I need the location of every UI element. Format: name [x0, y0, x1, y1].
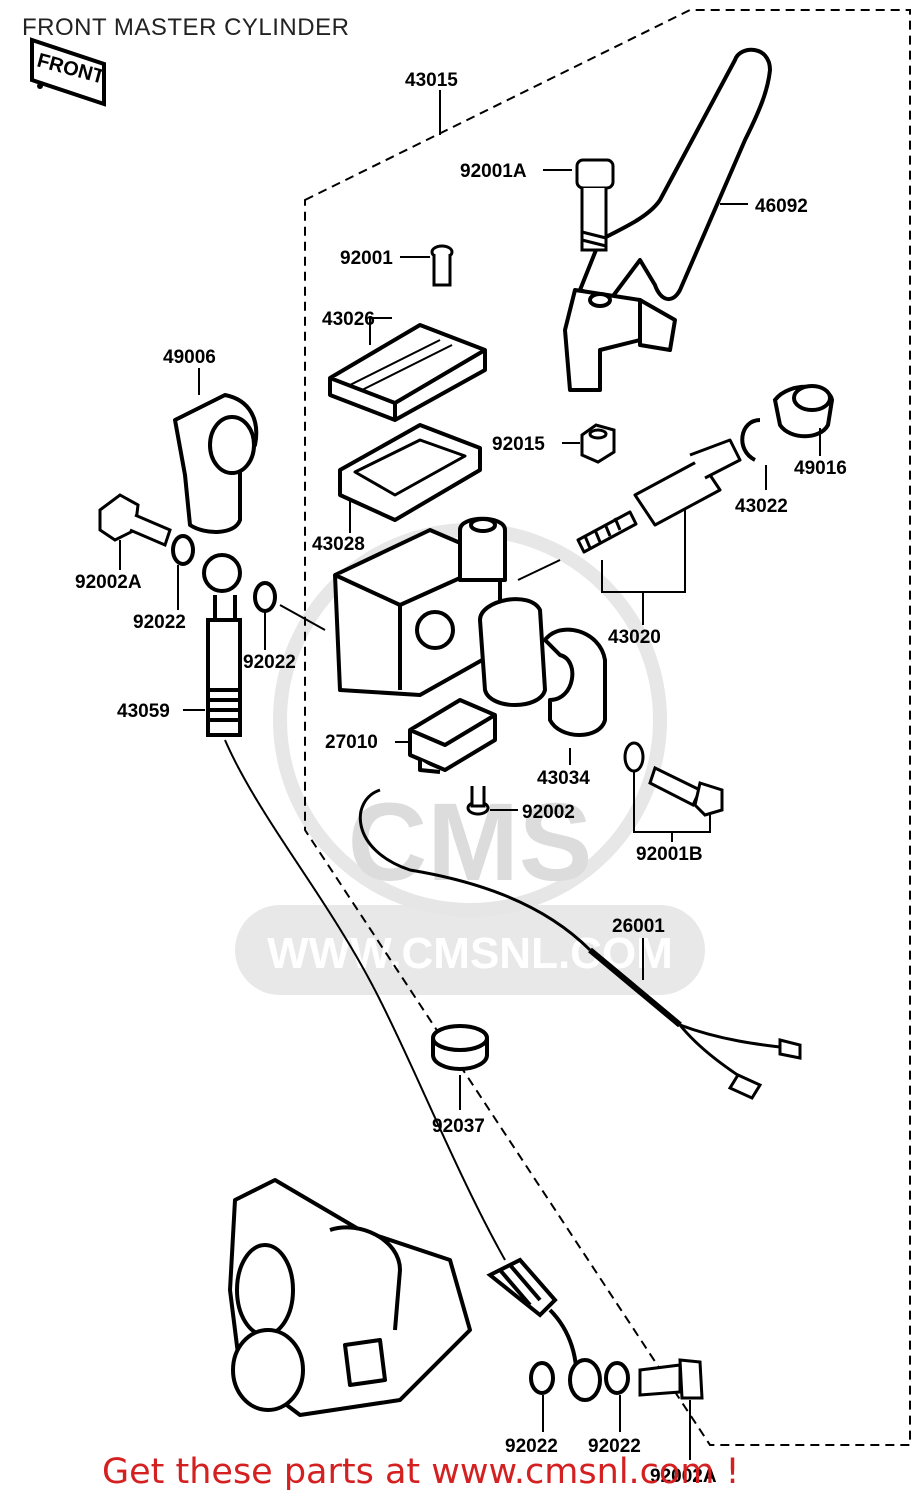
diaphragm [338, 423, 482, 522]
pivot-nut [580, 423, 616, 464]
caliper [228, 1178, 472, 1417]
leader-lines [119, 90, 821, 1460]
brake-hose [202, 553, 579, 1391]
brake-lever [563, 47, 772, 392]
banjo-cover [173, 393, 259, 534]
circlip [740, 418, 761, 462]
part-label: 43022 [735, 496, 788, 517]
part-label: 49006 [163, 347, 216, 368]
front-badge: FRONT [30, 37, 107, 107]
footer-promo-link[interactable]: Get these parts at www.cmsnl.com ! [102, 1452, 740, 1492]
part-label: 27010 [325, 732, 378, 753]
banjo-bolt-lower [638, 1358, 704, 1400]
pivot-bolt [575, 158, 615, 252]
switch-screw [466, 786, 490, 816]
washer-upper-left [171, 534, 195, 566]
part-labels: 43015 92001A 46092 92001 43026 49006 920… [75, 70, 847, 1487]
part-label: 43028 [312, 534, 365, 555]
part-label: 43015 [405, 70, 458, 91]
switch-wire [358, 788, 802, 1100]
master-cylinder-body [333, 516, 547, 707]
holder-bolt [623, 741, 724, 817]
part-label: 92022 [133, 612, 186, 633]
part-label: 49016 [794, 458, 847, 479]
banjo-lower [568, 1358, 602, 1402]
clamp-holder [543, 627, 607, 737]
part-label: 92022 [505, 1436, 558, 1457]
grommet [431, 1024, 489, 1071]
part-label: 43059 [117, 701, 170, 722]
brake-switch [408, 698, 497, 774]
banjo-bolt-upper [98, 493, 172, 548]
part-label: 46092 [755, 196, 808, 217]
part-label: 92001 [340, 248, 393, 269]
part-label: 92002A [75, 572, 142, 593]
watermark-logo: CMS [348, 781, 592, 904]
part-label: 92002 [522, 802, 575, 823]
watermark-url: WWW.CMSNL.COM [267, 929, 673, 978]
cap-screw [430, 244, 454, 287]
washer-upper-right [253, 581, 277, 613]
piston-assembly [576, 438, 742, 554]
watermark: CMS WWW.CMSNL.COM [235, 523, 705, 995]
part-label: 43020 [608, 627, 661, 648]
part-label: 92037 [432, 1116, 485, 1137]
part-label: 92002A [650, 1466, 717, 1487]
part-label: 92001A [460, 161, 527, 182]
washer-lower-1 [529, 1361, 555, 1395]
part-label: 92001B [636, 844, 703, 865]
assembly-outline [304, 9, 911, 1446]
part-label: 43026 [322, 309, 375, 330]
part-label: 92022 [243, 652, 296, 673]
part-label: 92022 [588, 1436, 641, 1457]
page-title: FRONT MASTER CYLINDER [22, 14, 350, 41]
reservoir-cap [328, 323, 487, 422]
washer-lower-2 [604, 1361, 630, 1395]
dust-boot [772, 384, 835, 439]
part-label: 92015 [492, 434, 545, 455]
part-label: 26001 [612, 916, 665, 937]
part-label: 43034 [537, 768, 590, 789]
